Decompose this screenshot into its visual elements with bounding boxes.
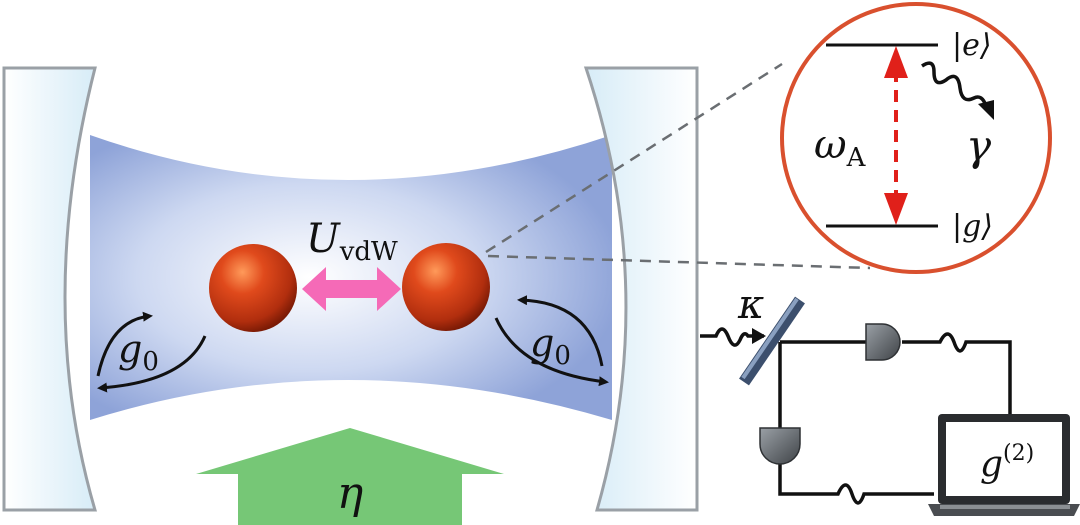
omega-label: ωA — [814, 122, 867, 173]
detector-bottom — [759, 427, 801, 465]
g0-right-label: g0 — [530, 321, 571, 371]
g2-label: g(2) — [980, 441, 1034, 485]
input-arrowhead — [752, 328, 766, 344]
right-mirror — [583, 66, 699, 512]
coupling-arrow-right-bottom — [494, 317, 609, 387]
zoom-line-lower — [487, 254, 871, 270]
beamsplitter-highlight — [741, 297, 799, 380]
vdw-label: UvdW — [306, 216, 398, 267]
excited-state-label: |e⟩ — [952, 28, 992, 63]
detector-top — [865, 323, 901, 361]
coupling-arrow-right-top — [517, 295, 604, 367]
input-photon-wave — [700, 327, 764, 347]
cavity-mode — [90, 135, 612, 420]
pump-arrow — [196, 428, 504, 525]
pump-label: η — [337, 468, 363, 519]
left-mirror — [2, 66, 98, 512]
wire-detector-top-to-laptop — [902, 332, 1012, 416]
laptop-keyboard — [940, 505, 1070, 509]
g0-left-label: g0 — [118, 327, 159, 377]
atom-left — [209, 244, 297, 332]
kappa-label: κ — [737, 282, 764, 328]
coupling-arrow-left-top — [96, 311, 153, 377]
beamsplitter — [739, 296, 805, 386]
atom-right — [402, 243, 490, 331]
spontaneous-emission-wave — [921, 61, 988, 107]
zoom-circle — [780, 2, 1052, 274]
laptop-screen — [946, 422, 1062, 496]
gamma-label: γ — [966, 121, 992, 170]
wire-detector-bottom-to-laptop — [778, 462, 934, 505]
vdw-interaction-arrow — [302, 267, 401, 311]
spontaneous-emission-arrowhead — [978, 100, 994, 120]
ground-state-label: |g⟩ — [952, 209, 993, 244]
transition-arrow-head-down — [884, 193, 908, 225]
zoom-line-upper — [485, 62, 783, 254]
transition-arrow-head-up — [884, 46, 908, 78]
coupling-arrow-left-bottom — [97, 335, 207, 393]
